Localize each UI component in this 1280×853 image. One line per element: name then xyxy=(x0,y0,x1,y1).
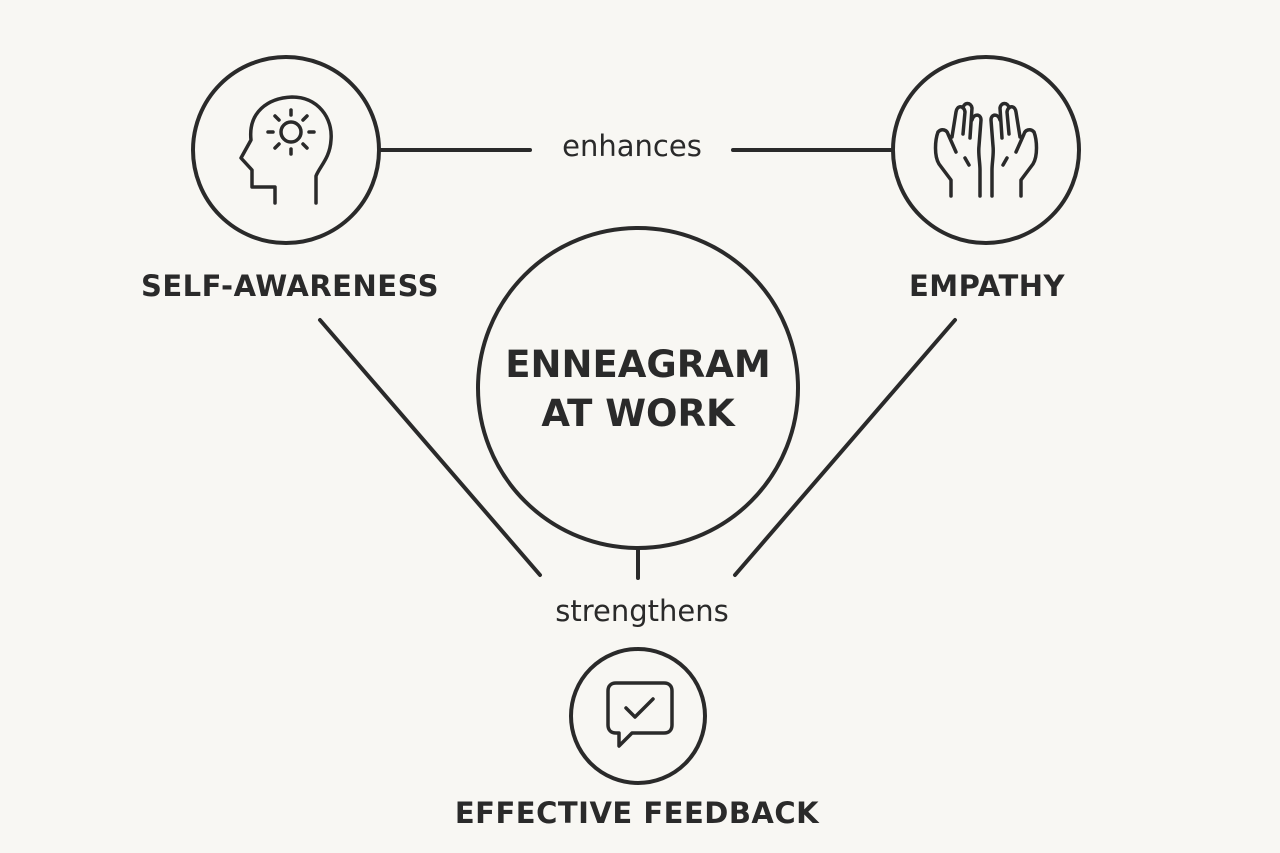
feedback-circle xyxy=(569,647,707,785)
self-awareness-circle xyxy=(191,55,381,245)
relation-enhances: enhances xyxy=(562,129,702,163)
empathy-label: EMPATHY xyxy=(909,269,1066,303)
center-title-line1: ENNEAGRAM xyxy=(505,343,770,386)
relation-strengthens: strengthens xyxy=(555,594,728,628)
feedback-label: EFFECTIVE FEEDBACK xyxy=(455,796,820,830)
connector-empathy-feedback xyxy=(733,318,957,577)
center-circle xyxy=(476,226,800,550)
empathy-circle xyxy=(891,55,1081,245)
connector-self-awareness-feedback xyxy=(318,318,542,577)
speech-bubble-check-icon xyxy=(606,681,674,748)
open-hands-icon xyxy=(933,101,1039,198)
head-with-sun-icon xyxy=(239,95,333,205)
center-title-line2: AT WORK xyxy=(541,392,736,435)
self-awareness-label: SELF-AWARENESS xyxy=(141,269,439,303)
